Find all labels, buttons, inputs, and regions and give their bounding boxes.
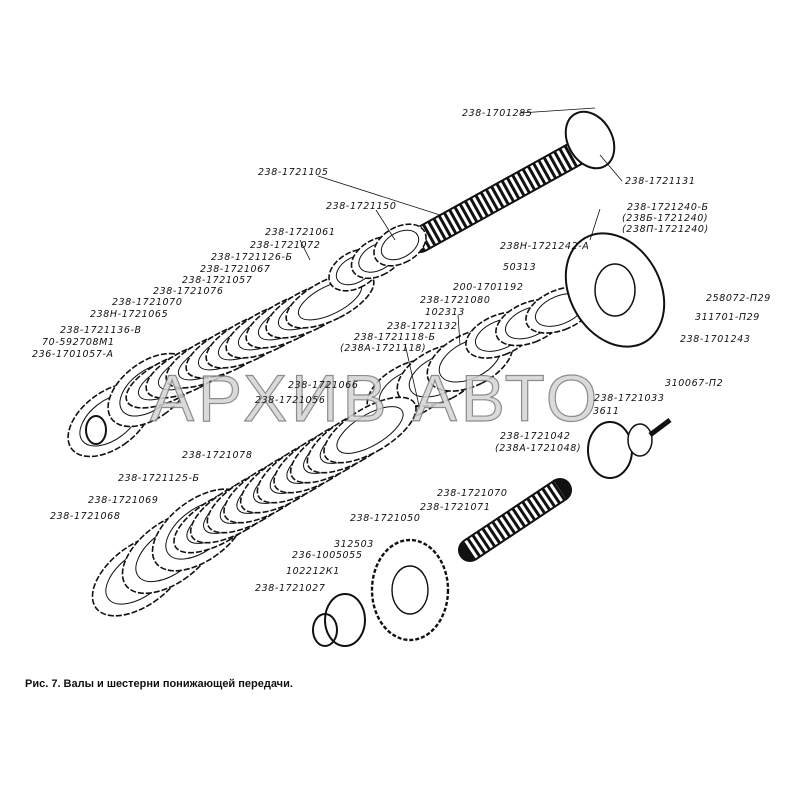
part-label: (238П-1721240) xyxy=(622,224,709,235)
part-label: 238-1721056 xyxy=(255,395,326,406)
bolt xyxy=(648,418,672,437)
part-label: 236-1701057-А xyxy=(32,349,114,360)
part-label: 238-1721126-Б xyxy=(211,252,293,263)
part-label: 238-1721057 xyxy=(182,275,253,286)
part-label: 238-1721050 xyxy=(350,513,421,524)
driven-gear xyxy=(370,538,450,642)
watermark: АРХИВ АВТО xyxy=(149,360,602,435)
figure-caption: Рис. 7. Валы и шестерни понижающей перед… xyxy=(25,678,293,690)
part-label: (238Б-1721240) xyxy=(622,213,709,224)
part-label: 238-1721061 xyxy=(265,227,336,238)
friction-disc-bore xyxy=(336,406,404,454)
part-label: 238-1721076 xyxy=(153,286,224,297)
part-label: 238-1721069 xyxy=(88,495,159,506)
part-label: 238-1721027 xyxy=(255,583,326,594)
bearing-cup xyxy=(564,110,616,170)
hub-gear-bore xyxy=(380,229,420,261)
part-label: 200-1701192 xyxy=(453,282,524,293)
part-label: 312503 xyxy=(334,539,374,550)
part-label: 238-1721066 xyxy=(288,380,359,391)
leader-line xyxy=(589,208,601,241)
part-label: 50313 xyxy=(503,262,537,273)
part-label: 238-1721033 xyxy=(594,393,665,404)
part-label: 238-1721150 xyxy=(326,201,397,212)
leader-line xyxy=(299,239,311,261)
leader-lines xyxy=(299,107,623,411)
part-label: (238А-1721118) xyxy=(340,343,427,354)
lower-shaft-assembly xyxy=(91,396,672,647)
snap-ring xyxy=(85,415,107,445)
hub-gear xyxy=(373,223,427,267)
part-label: 258072-П29 xyxy=(706,293,771,304)
part-label: 238-1721072 xyxy=(250,240,321,251)
part-label: 238-1721067 xyxy=(200,264,271,275)
leader-line xyxy=(519,107,596,114)
part-label: 3611 xyxy=(593,406,620,417)
cover-plate xyxy=(627,423,653,457)
part-label: 238-1721131 xyxy=(625,176,696,187)
bearing xyxy=(324,593,366,647)
part-label: 102212К1 xyxy=(286,566,340,577)
part-label: 238-1721078 xyxy=(182,450,253,461)
part-label: 236-1005055 xyxy=(292,550,363,561)
part-label: 238-1721240-Б xyxy=(627,202,709,213)
part-label: (238А-1721048) xyxy=(495,443,582,454)
gear-bore xyxy=(391,565,429,615)
part-label: 238Н-1721242-А xyxy=(500,241,590,252)
snap-ring xyxy=(312,613,338,647)
part-label: 310067-П2 xyxy=(665,378,724,389)
leader-line xyxy=(375,209,396,241)
part-label: 70-592708М1 xyxy=(42,337,115,348)
part-label: 238-1721136-В xyxy=(60,325,142,336)
part-label: 102313 xyxy=(425,307,465,318)
upper-shaft-assembly xyxy=(67,110,666,458)
friction-disc xyxy=(323,396,417,464)
part-label: 311701-П29 xyxy=(695,312,760,323)
part-label: 238-1721132 xyxy=(387,321,458,332)
part-label: 238-1721042 xyxy=(500,431,571,442)
part-label: 238-1721071 xyxy=(420,502,491,513)
leader-line xyxy=(599,154,623,182)
part-label: 238-1721125-Б xyxy=(118,473,200,484)
flange-hub xyxy=(594,263,636,317)
part-label: 238-1701285 xyxy=(462,108,533,119)
part-label: 238-1721068 xyxy=(50,511,121,522)
shaft-splines xyxy=(464,481,566,559)
part-label: 238-1721118-Б xyxy=(354,332,436,343)
part-label: 238Н-1721065 xyxy=(90,309,169,320)
flange xyxy=(564,232,666,348)
leader-line xyxy=(457,314,461,346)
part-label: 238-1721070 xyxy=(437,488,508,499)
shaft-splines xyxy=(414,130,606,250)
part-label: 238-1721070 xyxy=(112,297,183,308)
part-label: 238-1721080 xyxy=(420,295,491,306)
part-label: 238-1721105 xyxy=(258,167,329,178)
leader-line xyxy=(317,175,441,216)
part-label: 238-1701243 xyxy=(680,334,751,345)
leader-line xyxy=(404,343,421,411)
